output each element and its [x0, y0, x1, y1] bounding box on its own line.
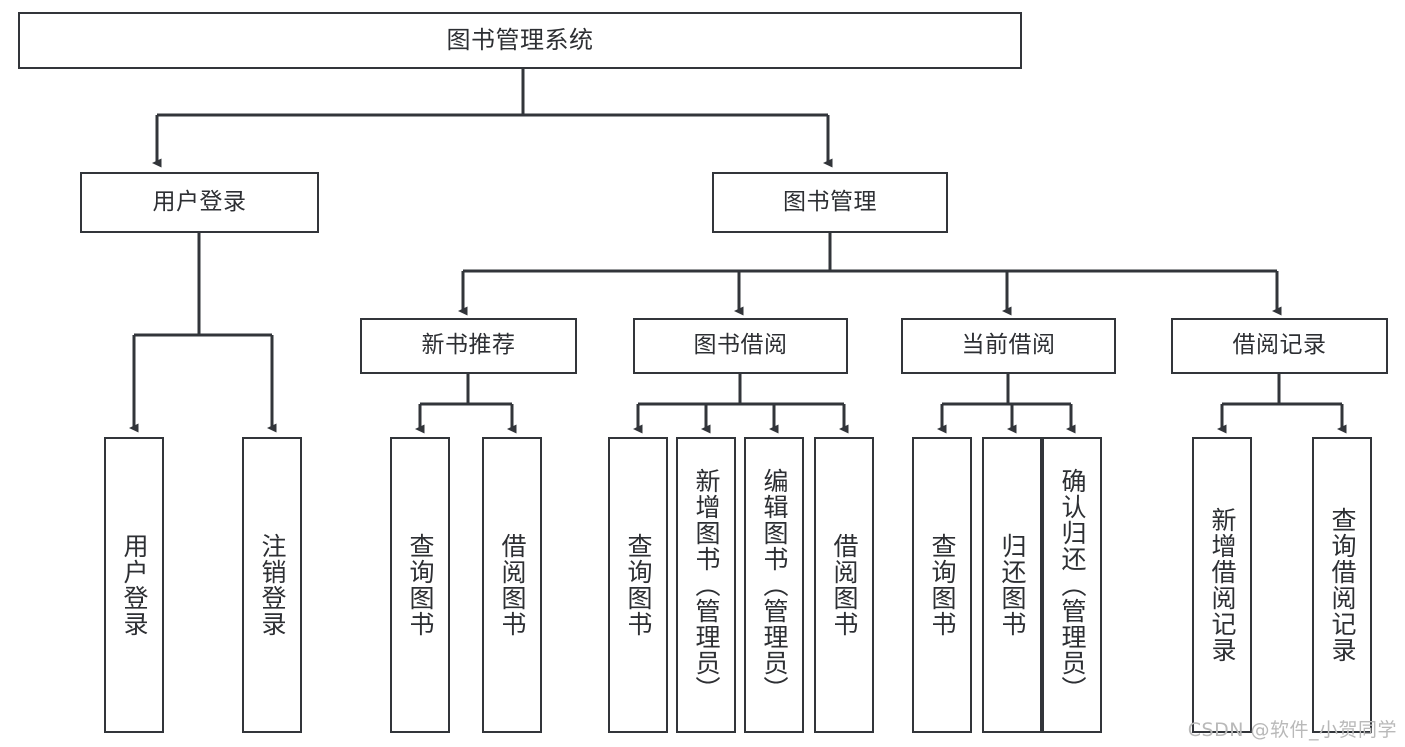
node-book-management-label: 图书管理: [783, 188, 877, 215]
node-book-management[interactable]: 图书管理: [712, 172, 948, 233]
leaf-book-borrow-add[interactable]: 新增图书（管理员）: [676, 437, 736, 733]
node-user-login[interactable]: 用户登录: [80, 172, 319, 233]
leaf-label: 新增借阅记录: [1208, 507, 1237, 663]
node-user-login-label: 用户登录: [152, 188, 247, 215]
leaf-label: 查询借阅记录: [1328, 507, 1357, 663]
leaf-label: 借阅图书: [498, 533, 527, 637]
leaf-user-login-logout[interactable]: 注销登录: [242, 437, 302, 733]
leaf-borrow-records-add[interactable]: 新增借阅记录: [1192, 437, 1252, 733]
node-book-borrow[interactable]: 图书借阅: [633, 318, 848, 374]
leaf-book-borrow-edit[interactable]: 编辑图书（管理员）: [744, 437, 804, 733]
leaf-book-borrow-query[interactable]: 查询图书: [608, 437, 668, 733]
leaf-label: 确认归还（管理员）: [1058, 468, 1087, 702]
node-root[interactable]: 图书管理系统: [18, 12, 1022, 69]
leaf-user-login-login[interactable]: 用户登录: [104, 437, 164, 733]
node-new-book-recommend[interactable]: 新书推荐: [360, 318, 577, 374]
leaf-current-borrow-query[interactable]: 查询图书: [912, 437, 972, 733]
node-book-borrow-label: 图书借阅: [693, 332, 788, 359]
leaf-label: 归还图书: [998, 533, 1027, 637]
leaf-new-book-query[interactable]: 查询图书: [390, 437, 450, 733]
leaf-label: 新增图书（管理员）: [692, 468, 721, 702]
leaf-new-book-borrow[interactable]: 借阅图书: [482, 437, 542, 733]
node-new-book-recommend-label: 新书推荐: [421, 332, 516, 359]
node-root-label: 图书管理系统: [446, 26, 594, 55]
leaf-book-borrow-borrow[interactable]: 借阅图书: [814, 437, 874, 733]
node-current-borrow[interactable]: 当前借阅: [901, 318, 1116, 374]
node-borrow-records-label: 借阅记录: [1232, 332, 1327, 359]
leaf-current-borrow-return[interactable]: 归还图书: [982, 437, 1042, 733]
leaf-label: 注销登录: [258, 533, 287, 637]
leaf-label: 查询图书: [928, 533, 957, 637]
watermark: CSDN @软件_小贺同学: [1187, 719, 1397, 741]
leaf-label: 编辑图书（管理员）: [760, 468, 789, 702]
node-borrow-records[interactable]: 借阅记录: [1171, 318, 1388, 374]
leaf-current-borrow-confirm-return[interactable]: 确认归还（管理员）: [1042, 437, 1102, 733]
leaf-label: 借阅图书: [830, 533, 859, 637]
leaf-label: 查询图书: [406, 533, 435, 637]
leaf-label: 查询图书: [624, 533, 653, 637]
leaf-borrow-records-query[interactable]: 查询借阅记录: [1312, 437, 1372, 733]
leaf-label: 用户登录: [120, 533, 149, 637]
node-current-borrow-label: 当前借阅: [961, 332, 1056, 359]
